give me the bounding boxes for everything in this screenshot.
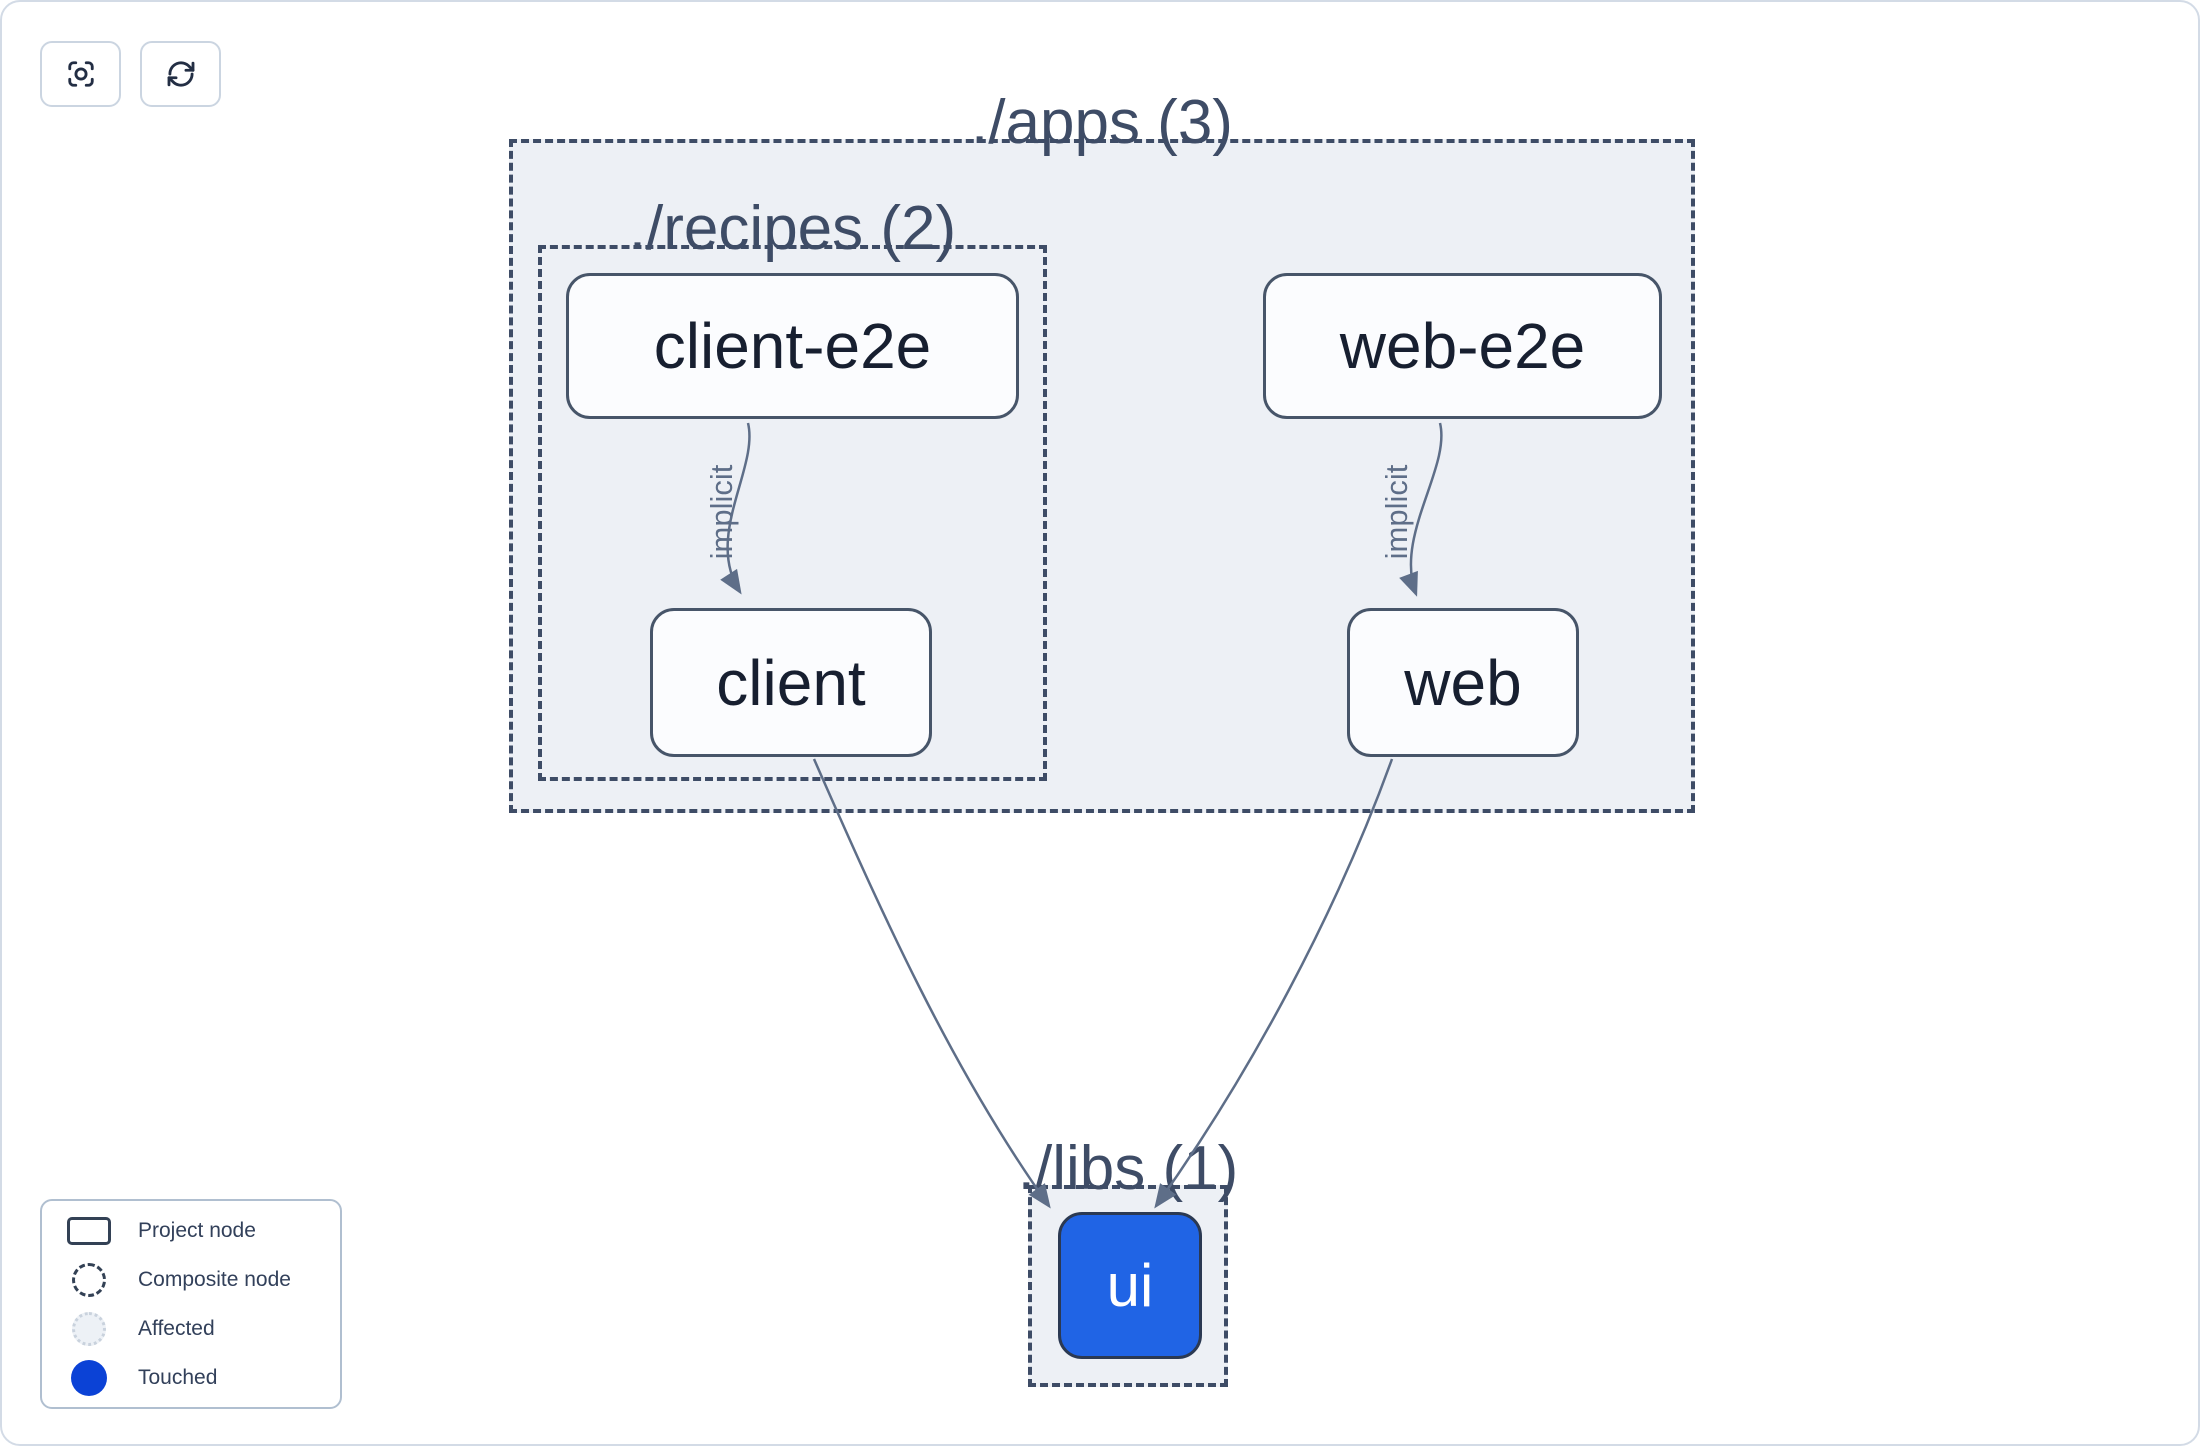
node-web-label: web [1404,646,1522,719]
legend: Project node Composite node Affected Tou… [40,1199,342,1409]
node-client-e2e[interactable]: client-e2e [566,273,1019,419]
node-web-e2e-label: web-e2e [1339,310,1586,382]
touched-swatch [71,1359,107,1396]
legend-item-composite-node: Composite node [66,1262,316,1298]
affected-swatch [72,1311,106,1346]
group-recipes-label: ./recipes (2) [628,193,957,263]
refresh-icon [167,61,194,87]
edge-client-to-ui [812,758,1051,1209]
node-ui-label: ui [1106,1252,1154,1319]
group-libs-label: ./libs (1) [1017,1133,1239,1203]
legend-item-project-node: Project node [66,1213,316,1249]
project-node-swatch [67,1216,111,1245]
legend-item-affected: Affected [66,1311,316,1347]
refresh-graph-button[interactable] [140,41,221,107]
node-web[interactable]: web [1347,608,1579,757]
legend-label: Project node [138,1218,256,1242]
node-ui[interactable]: ui [1058,1212,1202,1359]
node-client-e2e-label: client-e2e [653,310,932,382]
legend-label: Composite node [138,1267,291,1291]
center-graph-button[interactable] [40,41,121,107]
toolbar [40,41,221,107]
focus-icon [67,61,94,87]
legend-label: Affected [138,1316,215,1340]
node-client-label: client [716,646,866,719]
group-apps-label: ./apps (3) [971,87,1233,157]
node-web-e2e[interactable]: web-e2e [1263,273,1662,419]
composite-node-swatch [72,1262,106,1297]
node-client[interactable]: client [650,608,932,757]
legend-label: Touched [138,1365,218,1389]
legend-item-touched: Touched [66,1359,316,1396]
